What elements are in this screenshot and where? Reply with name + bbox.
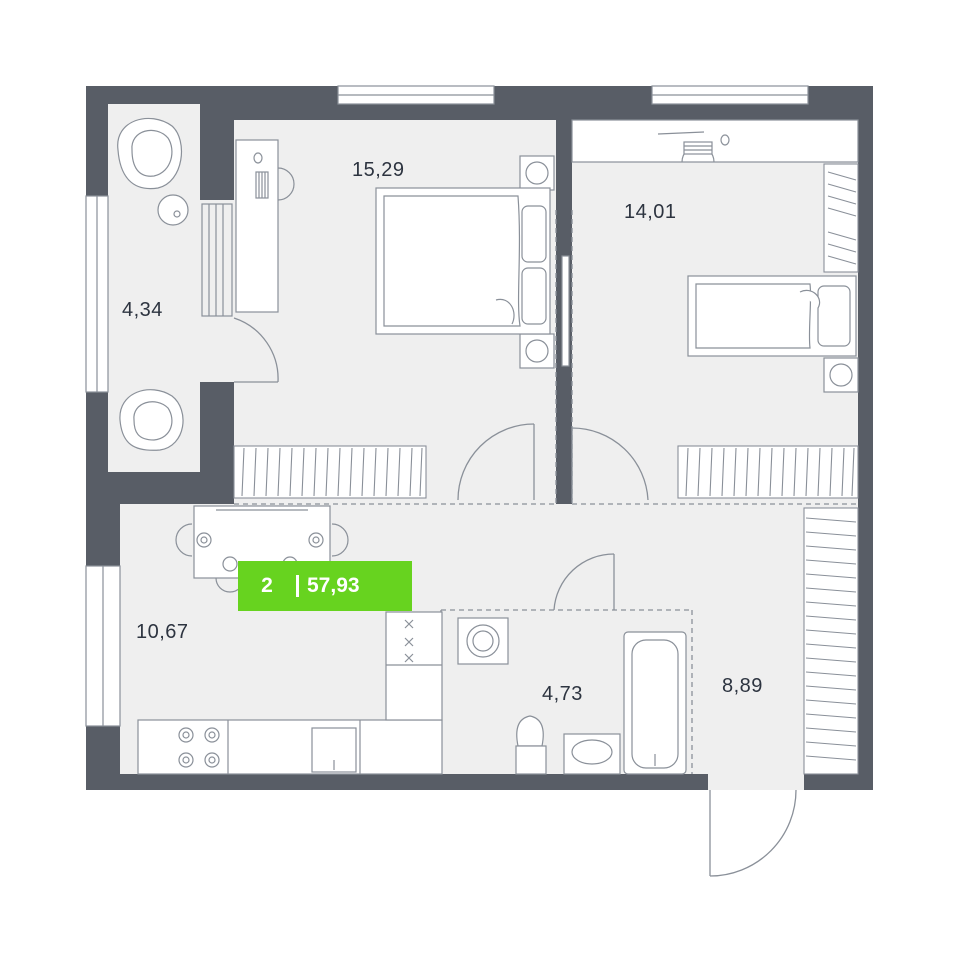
room-area-bedroom-1: 15,29 xyxy=(352,159,405,181)
wardrobe-bedroom-1 xyxy=(233,445,427,499)
staircase xyxy=(201,203,233,317)
badge-separator xyxy=(296,575,299,597)
room-area-kitchen: 10,67 xyxy=(136,621,189,643)
room-area-bathroom: 4,73 xyxy=(542,683,583,705)
total-area: 57,93 xyxy=(307,574,360,597)
room-count: 2 xyxy=(261,574,273,597)
desk-bedroom-1 xyxy=(235,139,295,313)
room-area-balcony: 4,34 xyxy=(122,299,163,321)
single-bed xyxy=(687,275,859,393)
double-bed xyxy=(375,155,555,369)
balcony-chairs xyxy=(117,117,189,451)
entrance-door xyxy=(709,789,797,877)
entrance-opening xyxy=(708,774,804,790)
windows xyxy=(85,85,809,727)
wardrobe-side xyxy=(823,163,859,273)
bathroom-fixtures xyxy=(457,617,687,775)
wardrobe-hallway xyxy=(803,507,859,775)
apartment-summary-badge: 2 57,93 xyxy=(238,561,412,611)
desk-bedroom-2 xyxy=(571,119,859,163)
wardrobe-bedroom-2 xyxy=(677,445,859,499)
room-area-bedroom-2: 14,01 xyxy=(624,201,677,223)
mirror-panel xyxy=(561,255,570,367)
doors xyxy=(233,317,649,611)
kitchen-counter xyxy=(137,611,443,775)
inner-walls xyxy=(86,104,572,504)
room-area-hallway: 8,89 xyxy=(722,675,763,697)
